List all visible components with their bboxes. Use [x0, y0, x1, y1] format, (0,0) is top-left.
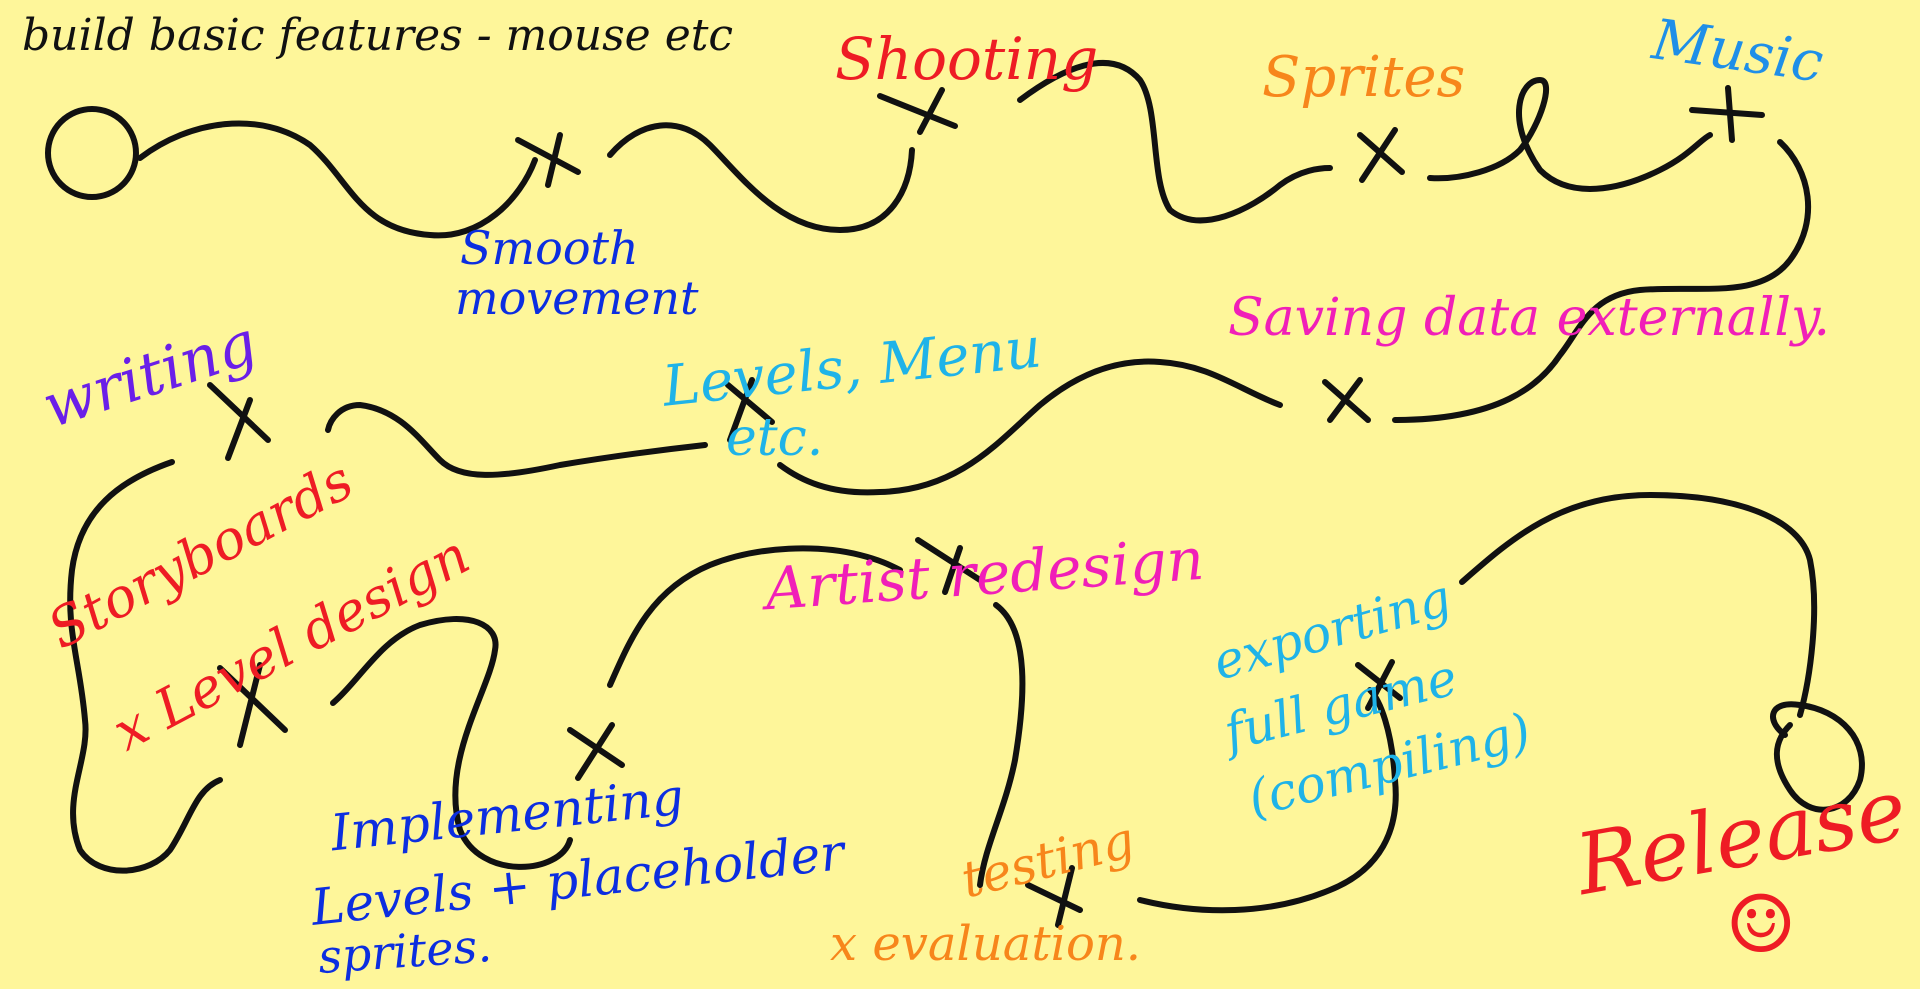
milestone-x: [567, 722, 625, 781]
path-segment: [607, 122, 915, 233]
milestone-x: [915, 537, 983, 595]
label-smooth-movement-1: Smooth: [460, 221, 639, 275]
milestone-x: [877, 87, 958, 135]
path-segment: [1427, 77, 1713, 192]
milestone-x: [1025, 865, 1083, 928]
label-levels-menu-2: etc.: [726, 408, 824, 468]
label-saving-data: Saving data externally.: [1228, 288, 1831, 348]
path-segment: [330, 616, 573, 870]
label-build-basic-features: build basic features - mouse etc: [22, 10, 734, 61]
milestone-x: [207, 382, 271, 461]
milestone-x: [1689, 85, 1765, 143]
label-smooth-movement-2: movement: [455, 271, 699, 325]
path-segment: [67, 459, 223, 874]
milestone-x: [217, 662, 288, 748]
milestone-x: [1322, 377, 1371, 423]
path-segment: [1017, 60, 1333, 224]
path-segment: [977, 602, 1026, 888]
milestone-x: [725, 377, 775, 443]
label-implementing-3: sprites.: [316, 918, 494, 984]
start-circle: [45, 106, 139, 200]
path-segment: [1392, 139, 1812, 423]
path-segment: [325, 402, 708, 478]
label-sprites: Sprites: [1262, 45, 1466, 110]
label-evaluation: x evaluation.: [830, 916, 1142, 972]
milestone-x: [515, 132, 581, 188]
path-segment: [1137, 687, 1399, 914]
milestone-x: [1355, 659, 1403, 711]
label-shooting: Shooting: [835, 25, 1099, 93]
smiley-icon: ☺: [1725, 878, 1797, 971]
path-segment: [137, 120, 538, 239]
milestone-x: [1357, 127, 1405, 183]
path-segment: [777, 358, 1283, 496]
release-loop: [1770, 701, 1865, 813]
path-segment: [1459, 492, 1818, 718]
path-segment: [607, 545, 903, 688]
